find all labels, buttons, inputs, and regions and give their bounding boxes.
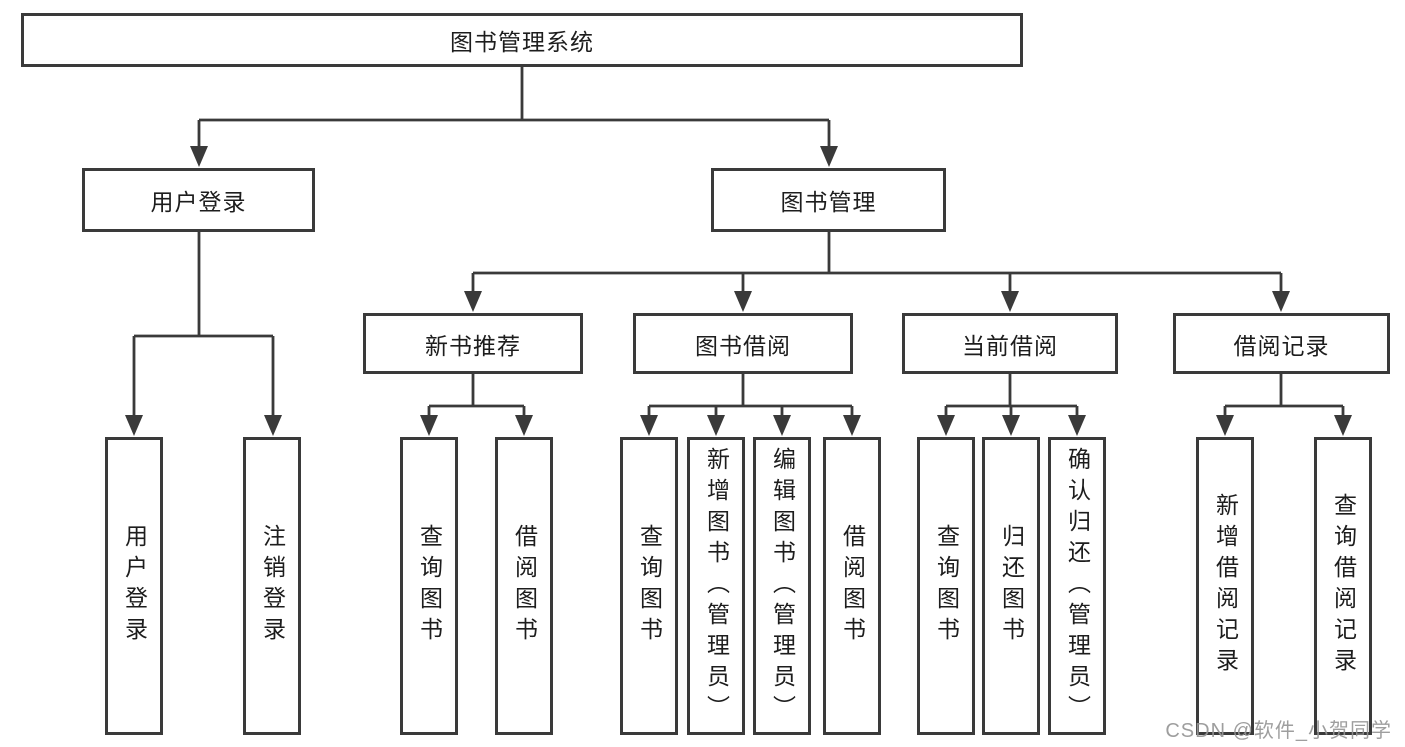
leaf-label: 用户登录 <box>121 524 148 648</box>
leaf-query-books-recommend: 查询图书 <box>400 437 458 735</box>
leaf-edit-books-admin: 编辑图书（管理员） <box>753 437 811 735</box>
leaf-label: 注销登录 <box>259 524 286 648</box>
node-current-borrowing: 当前借阅 <box>902 313 1118 374</box>
leaf-label: 查询借阅记录 <box>1330 493 1357 679</box>
leaf-label: 查询图书 <box>933 524 960 648</box>
node-book-borrowing: 图书借阅 <box>633 313 853 374</box>
leaf-label: 借阅图书 <box>839 524 866 648</box>
node-label: 图书借阅 <box>695 332 791 359</box>
leaf-label: 归还图书 <box>998 524 1025 648</box>
csdn-watermark: CSDN @软件_小贺同学 <box>1165 720 1392 742</box>
node-new-book-recommend: 新书推荐 <box>363 313 583 374</box>
node-user-login: 用户登录 <box>82 168 315 232</box>
leaf-add-books-admin: 新增图书（管理员） <box>687 437 745 735</box>
leaf-logout: 注销登录 <box>243 437 301 735</box>
node-label: 图书管理 <box>780 189 877 215</box>
leaf-label: 新增借阅记录 <box>1212 493 1239 679</box>
leaf-user-login: 用户登录 <box>105 437 163 735</box>
leaf-label: 新增图书（管理员） <box>703 446 730 726</box>
node-label: 借阅记录 <box>1233 332 1330 359</box>
leaf-label: 查询图书 <box>636 524 663 648</box>
leaf-label: 借阅图书 <box>511 524 538 648</box>
leaf-borrow-books-recommend: 借阅图书 <box>495 437 553 735</box>
node-label: 图书管理系统 <box>450 29 594 55</box>
leaf-label: 查询图书 <box>416 524 443 648</box>
leaf-query-borrow-record: 查询借阅记录 <box>1314 437 1372 735</box>
leaf-confirm-return-admin: 确认归还（管理员） <box>1048 437 1106 735</box>
leaf-query-books-borrowing: 查询图书 <box>620 437 678 735</box>
leaf-label: 确认归还（管理员） <box>1064 446 1091 726</box>
leaf-add-borrow-record: 新增借阅记录 <box>1196 437 1254 735</box>
node-label: 新书推荐 <box>425 332 521 359</box>
node-label: 当前借阅 <box>962 332 1058 359</box>
node-borrow-records: 借阅记录 <box>1173 313 1390 374</box>
node-book-management: 图书管理 <box>711 168 946 232</box>
leaf-query-books-current: 查询图书 <box>917 437 975 735</box>
leaf-label: 编辑图书（管理员） <box>769 446 796 726</box>
leaf-return-books: 归还图书 <box>982 437 1040 735</box>
leaf-borrow-books: 借阅图书 <box>823 437 881 735</box>
node-library-management-system: 图书管理系统 <box>21 13 1023 67</box>
node-label: 用户登录 <box>150 189 247 215</box>
